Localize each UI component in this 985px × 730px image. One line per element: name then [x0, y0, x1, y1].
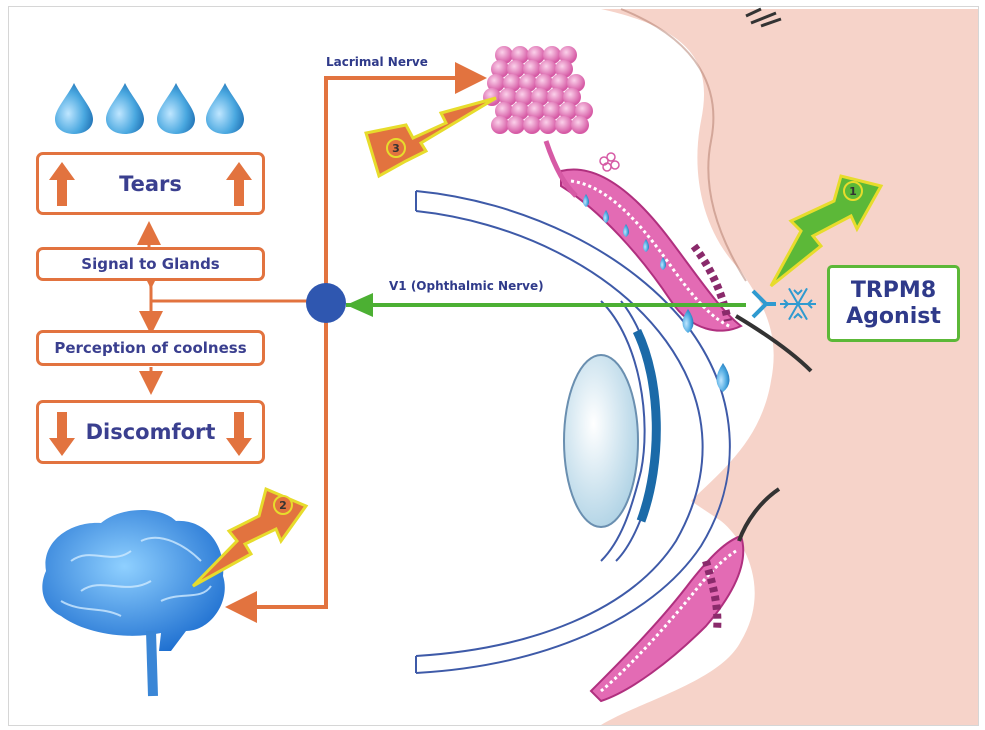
tears-box: Tears: [36, 152, 265, 215]
face-skin: [601, 9, 978, 725]
gland-lobule: [539, 116, 557, 134]
tears-label: Tears: [119, 172, 182, 196]
down-arrow-icon: [226, 412, 252, 456]
gland-lobule: [523, 116, 541, 134]
down-arrow-icon: [49, 412, 75, 456]
perception-label: Perception of coolness: [54, 339, 246, 357]
ophthalmic-nerve-label: V1 (Ophthalmic Nerve): [389, 279, 544, 293]
trpm8-agonist-box: TRPM8 Agonist: [827, 265, 960, 342]
gland-lobule: [555, 116, 573, 134]
trpm8-label: TRPM8: [851, 278, 936, 304]
lens: [564, 355, 638, 527]
lightning-bolt-icon: [366, 98, 496, 176]
nerve-junction-node: [306, 283, 346, 323]
signal-box: Signal to Glands: [36, 247, 265, 281]
diagram-frame: 1 2 3 Tears Signal to Glands Perception …: [8, 6, 979, 726]
bolt-number-3: 3: [392, 142, 400, 155]
gland-lobule: [491, 116, 509, 134]
tear-drop-icon: [206, 83, 244, 134]
agonist-label: Agonist: [846, 304, 941, 330]
gland-lobule: [507, 116, 525, 134]
tear-drop-icon: [55, 83, 93, 134]
up-arrow-icon: [226, 162, 252, 206]
tear-drop-icon: [106, 83, 144, 134]
small-gland: [600, 153, 619, 171]
gland-lobule: [571, 116, 589, 134]
lacrimal-gland: [483, 46, 619, 196]
up-arrow-icon: [49, 162, 75, 206]
tear-drop-icons: [55, 83, 244, 134]
signal-label: Signal to Glands: [81, 255, 219, 273]
brain-icon: [42, 510, 224, 696]
discomfort-label: Discomfort: [86, 420, 216, 444]
bolt-number-1: 1: [849, 185, 857, 198]
lacrimal-nerve-label: Lacrimal Nerve: [326, 55, 428, 69]
perception-box: Perception of coolness: [36, 330, 265, 366]
discomfort-box: Discomfort: [36, 400, 265, 464]
tear-drop-icon: [157, 83, 195, 134]
bolt-number-2: 2: [279, 499, 287, 512]
